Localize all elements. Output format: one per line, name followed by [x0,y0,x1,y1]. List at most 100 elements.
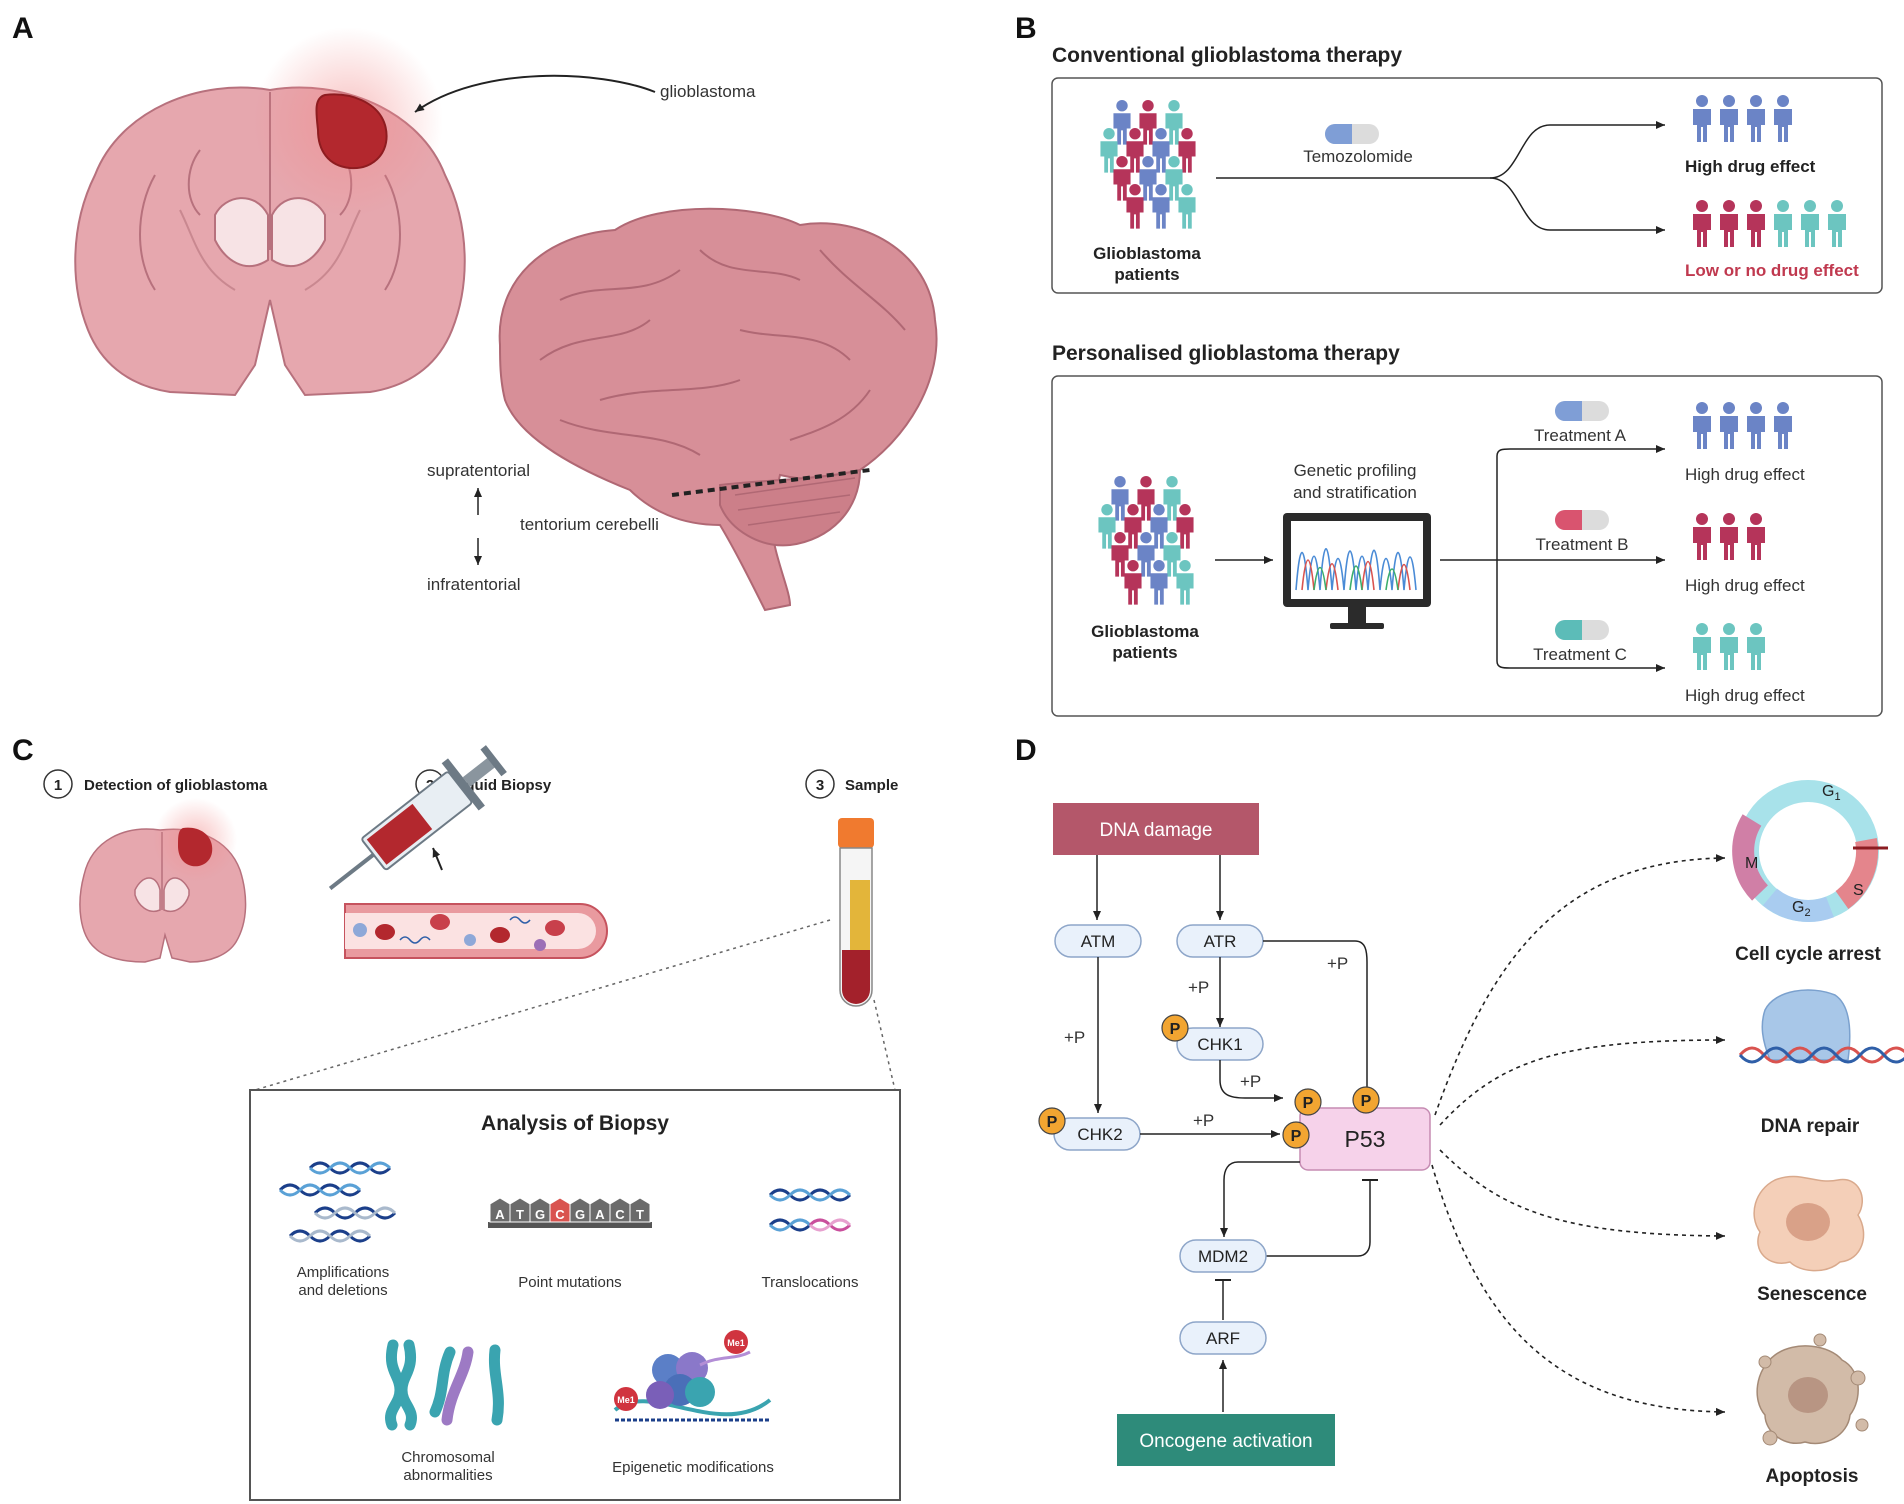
person-icon [1126,184,1144,229]
panel-b: B Conventional glioblastoma therapy Glio… [1015,12,1883,717]
translocation-icon [768,1188,852,1232]
panel-label-a: A [12,12,34,45]
arf-label: ARF [1206,1329,1240,1348]
infratentorial-label: infratentorial [427,575,521,594]
sequence-backbone [488,1222,652,1228]
base-letter: A [495,1207,505,1222]
outcome-senescence: Senescence [1757,1284,1867,1305]
p53-phospho-1 [1294,1088,1322,1116]
person-icon [1163,476,1181,521]
analysis-box [249,1089,901,1501]
treatment-b-label: Treatment B [1536,535,1629,554]
dna-damage-box [1053,803,1259,855]
person-icon [1693,402,1711,449]
step-1-badge [43,769,73,799]
small-brain-illustration [79,798,247,963]
base-block [549,1197,571,1223]
chk2-phospho [1038,1107,1066,1135]
dna-damage-label: DNA damage [1099,820,1212,841]
person-icon [1126,128,1144,173]
arrow-to-dna-repair [1439,1036,1726,1126]
analysis-title: Analysis of Biopsy [481,1112,669,1135]
person-icon [1774,95,1792,142]
atm-label: ATM [1081,932,1116,951]
p53-phospho-2-label: P [1361,1093,1372,1110]
treatment-b-high-label: High drug effect [1685,576,1805,595]
person-icon [1693,95,1711,142]
person-icon [1720,513,1738,560]
person-icon [1828,200,1846,247]
cell-cycle-icon: G1 G2 S M [1732,780,1888,922]
person-icon [1165,156,1183,201]
person-icon [1747,513,1765,560]
profiling-label-1: Genetic profiling [1294,461,1417,480]
s-label: S [1853,882,1864,899]
tentorium-line [671,468,871,497]
arrow-p53-mdm2 [1220,1161,1300,1237]
person-icon [1774,402,1792,449]
panel-d: D DNA damage ATM ATR +P +P +P CHK1 P +P … [1015,734,1904,1487]
conventional-low-effect-people [1693,200,1846,247]
apoptotic-cell-icon [1756,1333,1869,1446]
person-icon [1113,156,1131,201]
senescent-cell-icon [1753,1175,1865,1272]
glioblastoma-pointer-arrow [414,74,656,113]
person-icon [1163,532,1181,577]
base-letter: C [615,1207,625,1222]
panel-label-b: B [1015,12,1037,45]
p53-phospho-3 [1282,1121,1310,1149]
person-icon [1176,560,1194,605]
amplifications-label-1: Amplifications [297,1264,390,1281]
person-icon [1113,100,1131,145]
outcome-cell-cycle-arrest: Cell cycle arrest [1735,944,1881,965]
supratentorial-label: supratentorial [427,461,530,480]
person-icon [1747,623,1765,670]
personalised-title: Personalised glioblastoma therapy [1052,342,1400,365]
arrow-chk1-p53 [1219,1060,1283,1102]
outcome-apoptosis: Apoptosis [1766,1466,1859,1487]
temozolomide-label: Temozolomide [1303,147,1413,166]
person-icon [1178,128,1196,173]
base-letter: T [636,1207,644,1222]
epigenetic-nucleosome-icon: Me1 Me1 [613,1330,772,1422]
dna-repair-icon [1738,989,1904,1064]
person-icon [1111,476,1129,521]
conventional-patient-group [1100,100,1196,229]
person-icon [1152,128,1170,173]
chromosome-icon [385,1339,504,1431]
plus-p-chk2-p53: +P [1193,1111,1214,1130]
panel-label-c: C [12,734,34,767]
p53-phospho-1-label: P [1303,1095,1314,1112]
conventional-low-label: Low or no drug effect [1685,261,1859,280]
person-icon [1152,184,1170,229]
mdm2-label: MDM2 [1198,1247,1248,1266]
person-icon [1165,100,1183,145]
plus-p-atr-p53: +P [1327,954,1348,973]
person-icon [1137,532,1155,577]
arf-node [1179,1321,1267,1355]
person-icon [1693,200,1711,247]
atr-label: ATR [1204,932,1237,951]
step-1-number: 1 [54,777,62,794]
base-letter: G [575,1207,585,1222]
lateral-brain-illustration [498,207,938,612]
person-icon [1139,156,1157,201]
base-block [629,1197,651,1223]
arrow-treatment-a [1496,445,1665,560]
person-icon [1720,95,1738,142]
treatment-c-pill-icon [1555,620,1609,640]
person-icon [1124,504,1142,549]
panel-c: C 1 Detection of glioblastoma 2 Liquid B… [12,734,901,1501]
epigenetic-label: Epigenetic modifications [612,1459,774,1476]
person-icon [1137,476,1155,521]
outcome-dna-repair: DNA repair [1761,1116,1860,1137]
person-icon [1801,200,1819,247]
base-block [509,1197,531,1223]
person-icon [1124,560,1142,605]
treatment-c-high-label: High drug effect [1685,686,1805,705]
person-icon [1747,200,1765,247]
person-icon [1176,504,1194,549]
base-letter: C [555,1207,565,1222]
base-block [529,1197,551,1223]
